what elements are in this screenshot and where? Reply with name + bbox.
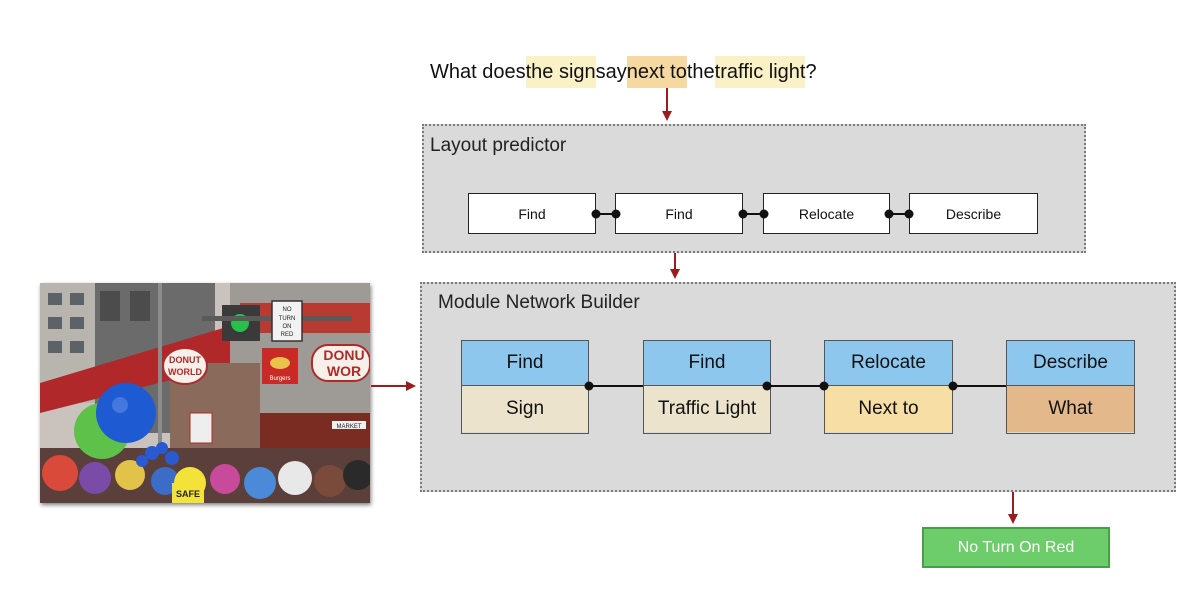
storefront-text: WOR	[327, 363, 361, 379]
logo-text: Burgers	[269, 376, 290, 382]
question-part: ?	[805, 61, 817, 83]
question-part: the	[686, 61, 715, 83]
street-scene-illustration: NO TURN ON RED DONUT WORLD Burgers DONU …	[40, 283, 370, 503]
layout-module-find-2: Find	[615, 193, 743, 234]
module-argument: Next to	[825, 386, 952, 432]
question-part: say	[595, 61, 627, 83]
module-describe-what: Describe What	[1006, 340, 1135, 434]
module-find-traffic-light: Find Traffic Light	[643, 340, 771, 434]
highlight-next-to: next to	[626, 56, 687, 88]
street-sign-text: MARKET	[336, 424, 361, 430]
highlight-traffic-light: traffic light	[714, 56, 806, 88]
module-network-builder-title: Module Network Builder	[438, 292, 640, 313]
module-name: Describe	[1007, 341, 1134, 386]
sign-line: NO	[283, 307, 292, 313]
answer-box: No Turn On Red	[922, 527, 1110, 568]
module-relocate-next-to: Relocate Next to	[824, 340, 953, 434]
storefront-text: WORLD	[168, 367, 202, 377]
layout-module-describe: Describe	[909, 193, 1038, 234]
question-text: What does the sign say next to the traff…	[430, 56, 817, 88]
sign-line: RED	[281, 332, 294, 338]
module-name: Relocate	[825, 341, 952, 386]
storefront-text: DONUT	[169, 355, 201, 365]
layout-predictor-title: Layout predictor	[430, 135, 567, 156]
layout-module-relocate: Relocate	[763, 193, 890, 234]
module-argument: Sign	[462, 386, 588, 432]
sign-line: TURN	[279, 316, 296, 322]
module-argument: What	[1007, 386, 1134, 432]
module-find-sign: Find Sign	[461, 340, 589, 434]
sign-line: ON	[283, 324, 292, 330]
module-name: Find	[644, 341, 770, 386]
storefront-text: DONU	[323, 347, 364, 363]
question-part: What does	[430, 61, 526, 83]
module-argument: Traffic Light	[644, 386, 770, 432]
shirt-text: SAFE	[176, 489, 200, 499]
input-image: NO TURN ON RED DONUT WORLD Burgers DONU …	[40, 283, 370, 503]
layout-module-find-1: Find	[468, 193, 596, 234]
module-name: Find	[462, 341, 588, 386]
highlight-the-sign: the sign	[525, 56, 596, 88]
